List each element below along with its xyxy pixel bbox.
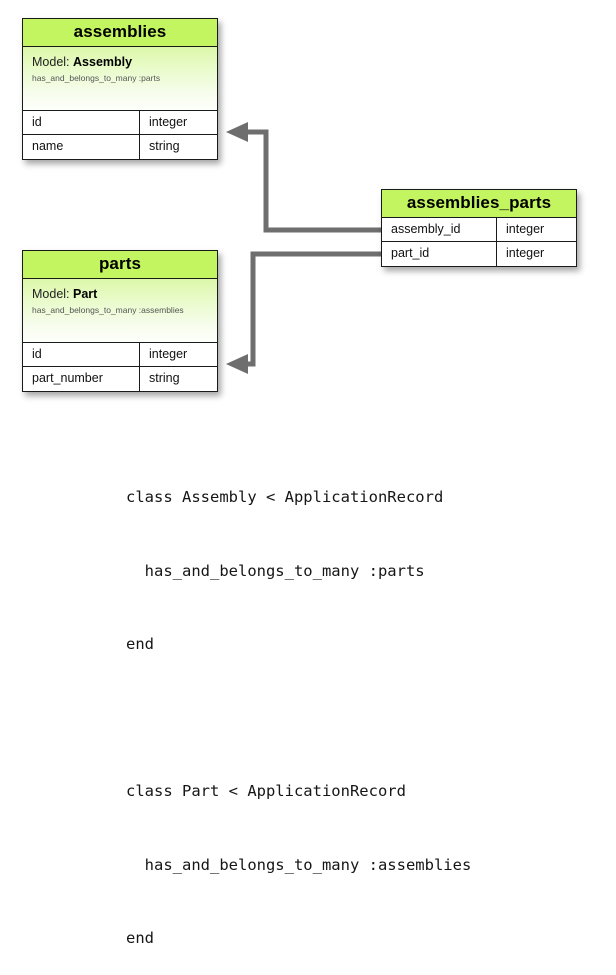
model-name-text: Assembly: [73, 55, 133, 69]
entity-model-section-assemblies: Model: Assembly has_and_belongs_to_many …: [23, 47, 217, 111]
code-line: has_and_belongs_to_many :assemblies: [126, 855, 472, 874]
attribute-type: integer: [506, 222, 545, 236]
attribute-name: part_id: [382, 242, 497, 266]
model-label-assemblies: Model: Assembly: [32, 55, 208, 70]
attribute-name: part_number: [23, 367, 140, 391]
model-label-text: Model:: [32, 287, 70, 301]
entity-title-parts: parts: [23, 251, 217, 279]
model-label-text: Model:: [32, 55, 70, 69]
attribute-name: id: [23, 343, 140, 366]
table-row: assembly_id integer: [382, 218, 576, 242]
attribute-type: integer: [149, 115, 188, 129]
attribute-name: name: [23, 135, 140, 159]
table-row: id integer: [23, 111, 217, 135]
association-text-parts: has_and_belongs_to_many :assemblies: [32, 305, 184, 315]
code-line: end: [126, 929, 154, 947]
table-row: part_number string: [23, 367, 217, 391]
code-line: class Assembly < ApplicationRecord: [126, 488, 444, 506]
attribute-type: integer: [149, 347, 188, 361]
connector-assembly-id-to-assemblies: [226, 122, 381, 233]
entity-table-assemblies-parts[interactable]: assemblies_parts assembly_id integer par…: [381, 189, 577, 267]
table-row: id integer: [23, 343, 217, 367]
arrowhead-icon: [226, 122, 248, 142]
model-name-text: Part: [73, 287, 98, 301]
attribute-type: string: [149, 371, 180, 385]
table-row: part_id integer: [382, 242, 576, 266]
entity-table-assemblies[interactable]: assemblies Model: Assembly has_and_belon…: [22, 18, 218, 160]
attribute-type: integer: [506, 246, 545, 260]
entity-model-section-parts: Model: Part has_and_belongs_to_many :ass…: [23, 279, 217, 343]
code-line: class Part < ApplicationRecord: [126, 782, 406, 800]
entity-title-assemblies: assemblies: [23, 19, 217, 47]
code-sample: class Assembly < ApplicationRecord has_a…: [126, 436, 471, 975]
code-line: end: [126, 635, 154, 653]
attribute-name: assembly_id: [382, 218, 497, 241]
code-line-blank: [126, 706, 471, 731]
code-line: has_and_belongs_to_many :parts: [126, 561, 425, 580]
model-label-parts: Model: Part: [32, 287, 208, 302]
connector-part-id-to-parts: [226, 251, 381, 374]
attribute-type: string: [149, 139, 180, 153]
table-row: name string: [23, 135, 217, 159]
entity-title-assemblies-parts: assemblies_parts: [382, 190, 576, 218]
attribute-name: id: [23, 111, 140, 134]
association-text-assemblies: has_and_belongs_to_many :parts: [32, 73, 161, 83]
entity-table-parts[interactable]: parts Model: Part has_and_belongs_to_man…: [22, 250, 218, 392]
arrowhead-icon: [226, 354, 248, 374]
